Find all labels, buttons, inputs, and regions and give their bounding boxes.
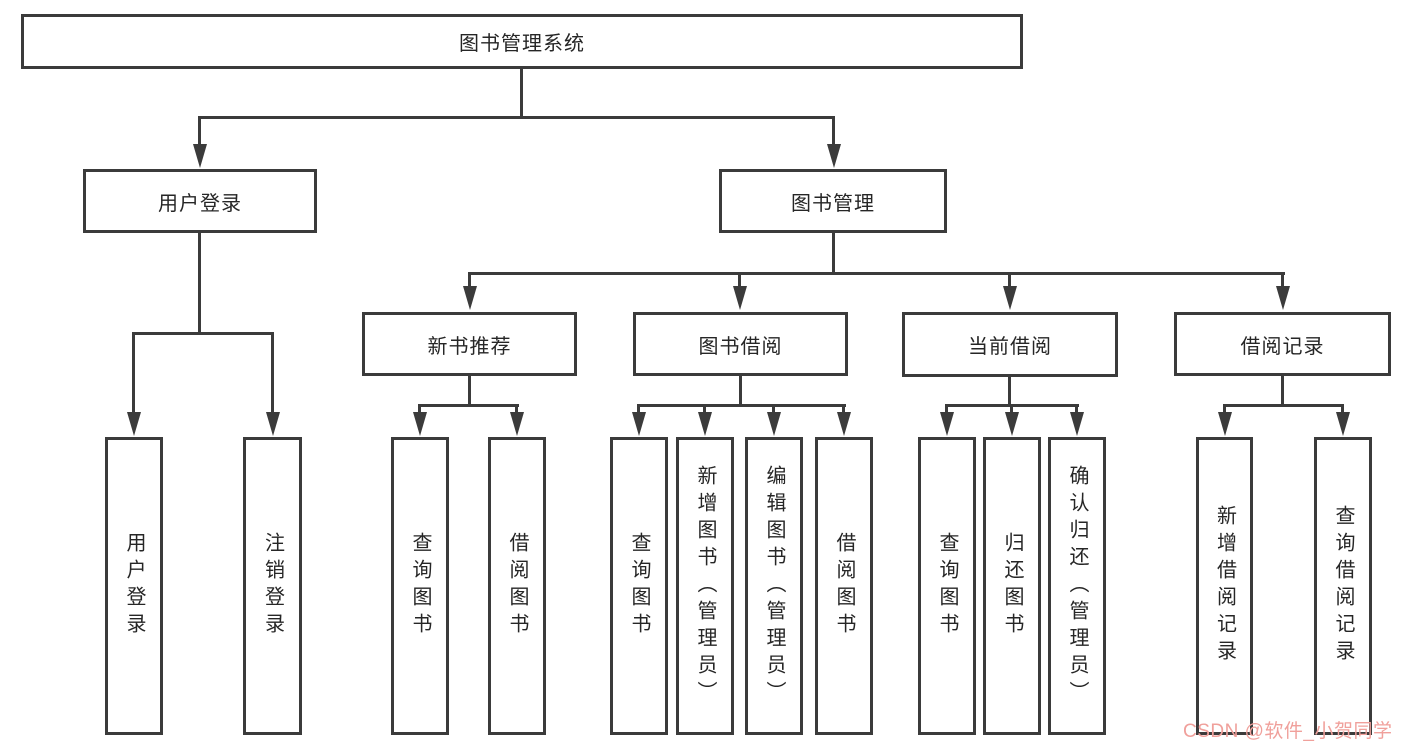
node-leaf-query-books-2: 查询图书 <box>610 437 668 735</box>
arrowhead-down-icon <box>127 412 141 436</box>
leaf-borrow-books-2-label: 借阅图书 <box>833 532 855 640</box>
connector-line <box>132 332 135 414</box>
connector-line <box>520 67 523 119</box>
connector-line <box>1075 404 1078 416</box>
connector-line <box>738 272 741 290</box>
node-leaf-confirm-return: 确认归还（管理员） <box>1048 437 1106 735</box>
connector-line <box>1008 272 1011 290</box>
arrowhead-down-icon <box>1070 412 1084 436</box>
borrowing-records-label: 借阅记录 <box>1240 335 1325 358</box>
arrowhead-down-icon <box>510 412 524 436</box>
connector-line <box>637 404 640 416</box>
arrowhead-down-icon <box>463 286 477 310</box>
arrowhead-down-icon <box>940 412 954 436</box>
node-leaf-logout: 注销登录 <box>243 437 302 735</box>
connector-line <box>637 404 846 407</box>
connector-line <box>832 116 835 148</box>
node-leaf-borrow-books-1: 借阅图书 <box>488 437 546 735</box>
connector-line <box>1008 377 1011 406</box>
node-leaf-add-books: 新增图书（管理员） <box>676 437 734 735</box>
node-leaf-add-borrow-record: 新增借阅记录 <box>1196 437 1253 735</box>
connector-line <box>1223 404 1226 416</box>
current-borrowing-label: 当前借阅 <box>968 336 1052 358</box>
arrowhead-down-icon <box>1218 412 1232 436</box>
arrowhead-down-icon <box>837 412 851 436</box>
connector-line <box>515 404 518 416</box>
node-borrowing-records: 借阅记录 <box>1174 312 1391 376</box>
connector-line <box>832 233 835 274</box>
arrowhead-down-icon <box>1336 412 1350 436</box>
connector-line <box>468 272 1285 275</box>
connector-line <box>1341 404 1344 416</box>
node-leaf-borrow-books-2: 借阅图书 <box>815 437 873 735</box>
node-leaf-return-books: 归还图书 <box>983 437 1041 735</box>
arrowhead-down-icon <box>767 412 781 436</box>
connector-line <box>772 404 775 416</box>
csdn-watermark: CSDN @软件_小贺同学 <box>1183 721 1393 742</box>
node-leaf-edit-books: 编辑图书（管理员） <box>745 437 803 735</box>
connector-line <box>1010 404 1013 416</box>
connector-line <box>739 376 742 406</box>
arrowhead-down-icon <box>698 412 712 436</box>
leaf-add-books-label: 新增图书（管理员） <box>694 464 716 708</box>
leaf-query-books-1-label: 查询图书 <box>409 532 431 640</box>
leaf-user-login-label: 用户登录 <box>123 532 145 640</box>
user-login-label: 用户登录 <box>158 192 242 215</box>
arrowhead-down-icon <box>265 412 280 436</box>
arrowhead-down-icon <box>632 412 646 436</box>
leaf-query-books-2-label: 查询图书 <box>628 532 650 640</box>
connector-line <box>468 376 471 406</box>
connector-line <box>1281 272 1284 290</box>
connector-line <box>842 404 845 416</box>
arrowhead-down-icon <box>733 286 747 310</box>
node-book-borrowing: 图书借阅 <box>633 312 848 376</box>
node-user-login: 用户登录 <box>83 169 317 233</box>
connector-line <box>198 116 201 148</box>
leaf-return-books-label: 归还图书 <box>1001 532 1023 640</box>
new-book-recommend-label: 新书推荐 <box>427 335 512 358</box>
leaf-query-books-3-label: 查询图书 <box>936 532 958 640</box>
connector-line <box>132 332 274 335</box>
connector-line <box>198 233 201 334</box>
leaf-logout-label: 注销登录 <box>261 532 284 640</box>
arrowhead-down-icon <box>1005 412 1019 436</box>
node-root: 图书管理系统 <box>21 14 1023 69</box>
connector-line <box>945 404 948 416</box>
connector-line <box>1281 376 1284 407</box>
connector-line <box>271 332 274 414</box>
connector-line <box>418 404 519 407</box>
node-leaf-user-login: 用户登录 <box>105 437 163 735</box>
node-new-book-recommend: 新书推荐 <box>362 312 577 376</box>
connector-line <box>703 404 706 416</box>
connector-line <box>468 272 471 290</box>
node-leaf-query-borrow-record: 查询借阅记录 <box>1314 437 1372 735</box>
connector-line <box>198 116 835 119</box>
leaf-query-borrow-record-label: 查询借阅记录 <box>1332 505 1354 667</box>
book-management-label: 图书管理 <box>791 192 875 215</box>
arrowhead-down-icon <box>1276 286 1290 310</box>
arrowhead-down-icon <box>413 412 427 436</box>
book-borrowing-label: 图书借阅 <box>698 335 783 358</box>
node-book-management: 图书管理 <box>719 169 947 233</box>
connector-line <box>418 404 421 416</box>
node-leaf-query-books-1: 查询图书 <box>391 437 449 735</box>
arrowhead-down-icon <box>1003 286 1017 310</box>
leaf-edit-books-label: 编辑图书（管理员） <box>763 464 785 708</box>
leaf-borrow-books-1-label: 借阅图书 <box>506 532 528 640</box>
connector-line <box>1223 404 1344 407</box>
leaf-add-borrow-record-label: 新增借阅记录 <box>1213 505 1236 667</box>
arrowhead-down-icon <box>192 144 207 168</box>
node-current-borrowing: 当前借阅 <box>902 312 1118 377</box>
arrowhead-down-icon <box>826 144 841 168</box>
leaf-confirm-return-label: 确认归还（管理员） <box>1066 464 1088 708</box>
node-leaf-query-books-3: 查询图书 <box>918 437 976 735</box>
root-label: 图书管理系统 <box>459 33 585 55</box>
